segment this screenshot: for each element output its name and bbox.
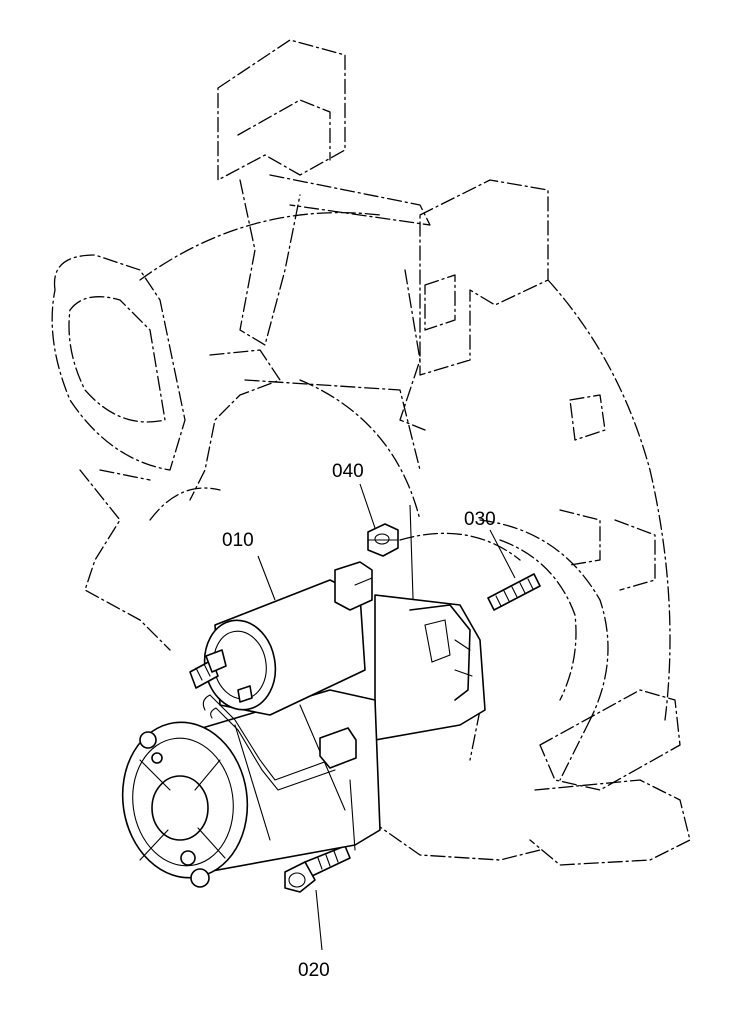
stud-030 xyxy=(487,573,541,611)
leader-020 xyxy=(315,889,323,951)
callout-030: 030 xyxy=(464,509,496,530)
starter-motor-010 xyxy=(121,561,486,888)
bolt-020 xyxy=(284,845,351,893)
leader-030 xyxy=(489,529,516,579)
flywheel-housing xyxy=(51,39,691,866)
callout-020: 020 xyxy=(298,960,330,981)
callout-040: 040 xyxy=(332,461,364,482)
leader-040 xyxy=(359,483,376,529)
nut-040 xyxy=(367,523,399,557)
leader-010 xyxy=(257,555,276,601)
callout-010: 010 xyxy=(222,530,254,551)
